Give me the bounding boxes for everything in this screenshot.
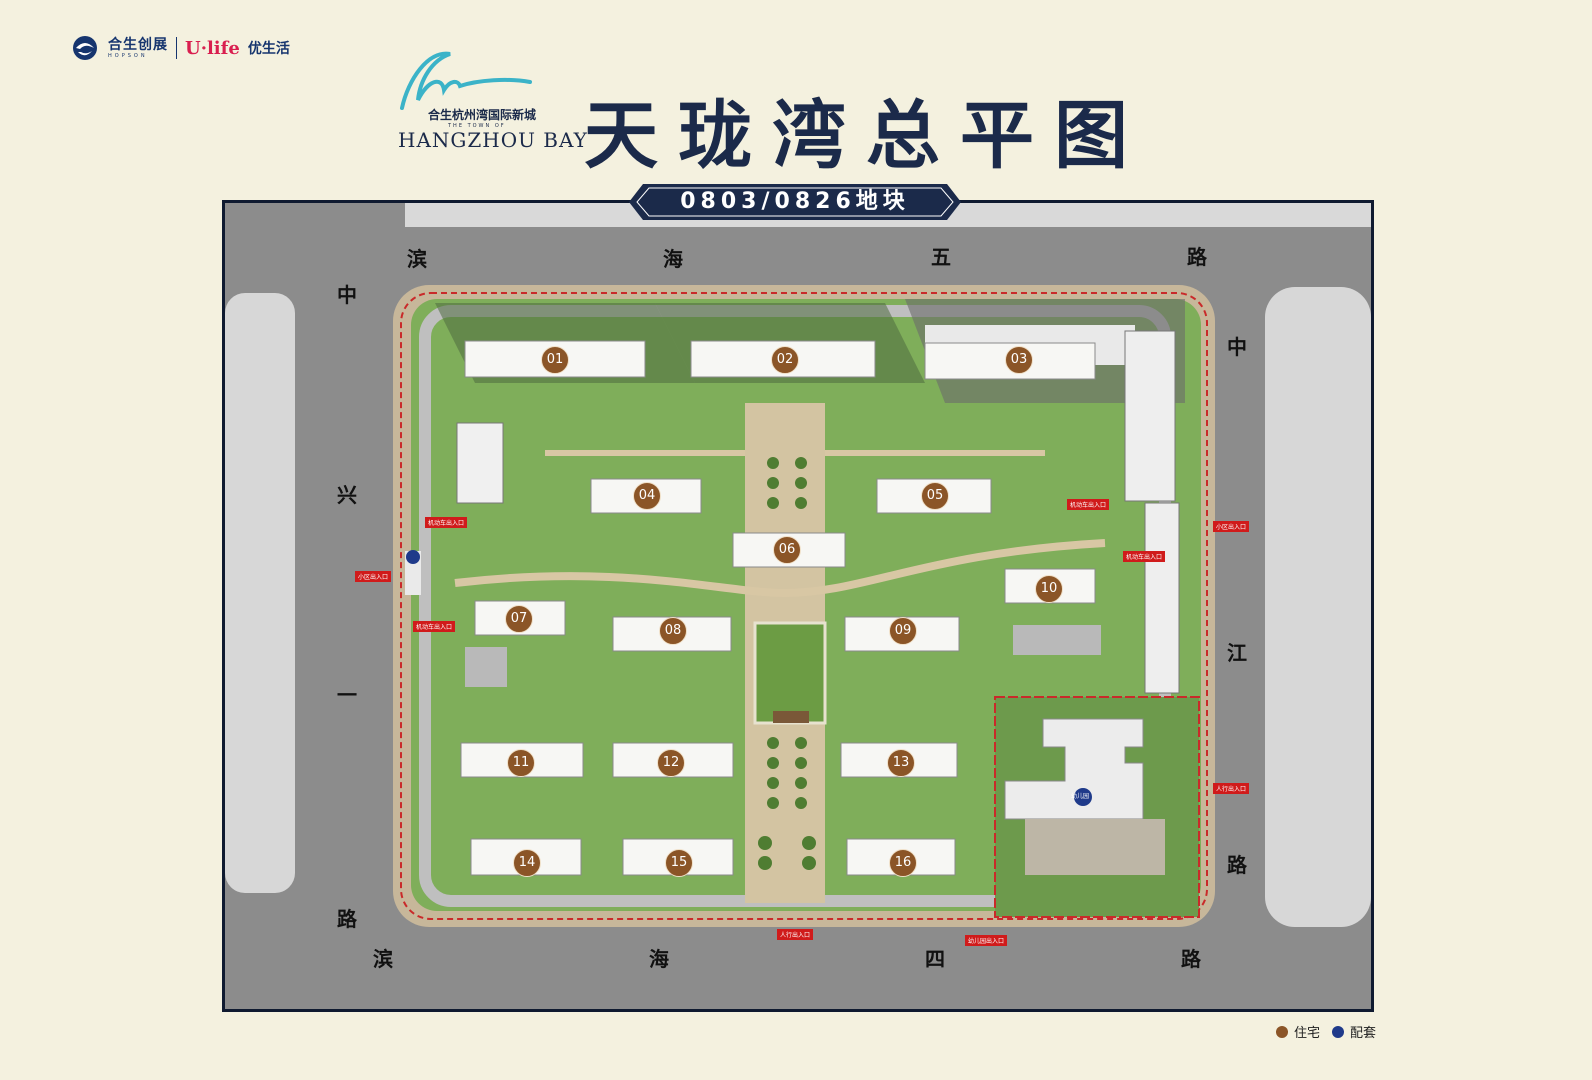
ulife-cn: 优生活: [247, 41, 290, 57]
logo-bar: 合生创展 HOPSON U·life 优生活: [70, 34, 290, 62]
road-west-char: 兴: [337, 483, 357, 507]
building-marker-11[interactable]: 11: [507, 749, 535, 777]
road-west-char: 中: [337, 283, 357, 307]
building-marker-14[interactable]: 14: [513, 849, 541, 877]
road-north-char: 海: [663, 247, 683, 271]
road-north-char: 五: [931, 245, 951, 269]
gate-east-main: 小区出入口: [1213, 521, 1250, 532]
gate-car-west-2: 机动车出入口: [413, 621, 456, 632]
logo-divider: [176, 37, 177, 59]
brand-cn: 合生杭州湾国际新城: [428, 108, 537, 122]
road-north-char: 路: [1187, 245, 1207, 269]
gate-south-school: 幼儿园出入口: [965, 935, 1008, 946]
gate-car-east: 机动车出入口: [1123, 551, 1166, 562]
building-marker-12[interactable]: 12: [657, 749, 685, 777]
hopson-logo: 合生创展 HOPSON: [108, 38, 168, 59]
building-marker-07[interactable]: 07: [505, 605, 533, 633]
project-brand: 合生杭州湾国际新城 THE TOWN OF HANGZHOU BAY: [398, 50, 587, 152]
site-plan-drawing: [225, 203, 1371, 1009]
legend-facility-label: 配套: [1350, 1026, 1377, 1041]
road-east-char: 江: [1227, 641, 1247, 665]
road-west-char: 一: [337, 683, 357, 707]
gate-east-person: 人行出入口: [1213, 783, 1250, 794]
building-marker-15[interactable]: 15: [665, 849, 693, 877]
site-plan-map: 滨 海 五 路 滨 海 四 路 中 兴 一 路 中 江 路 01 02 03 0…: [222, 200, 1374, 1012]
road-west-char: 路: [337, 907, 357, 931]
building-marker-02[interactable]: 02: [771, 346, 799, 374]
brand-en: HANGZHOU BAY: [398, 128, 588, 152]
hopson-logo-icon: [73, 36, 97, 60]
ulife-logo: U·life: [185, 37, 240, 59]
road-north-char: 滨: [407, 247, 427, 271]
building-marker-04[interactable]: 04: [633, 482, 661, 510]
building-marker-10[interactable]: 10: [1035, 575, 1063, 603]
hopson-cn: 合生创展: [108, 36, 168, 53]
building-marker-13[interactable]: 13: [887, 749, 915, 777]
kindergarten-label: 幼儿园: [1071, 793, 1090, 800]
road-south-char: 四: [925, 947, 945, 971]
legend-facility-dot: [1332, 1025, 1345, 1038]
plate-banner: [629, 184, 961, 220]
building-marker-16[interactable]: 16: [889, 849, 917, 877]
building-marker-08[interactable]: 08: [659, 617, 687, 645]
road-east-char: 中: [1227, 335, 1247, 359]
hopson-en: HOPSON: [108, 52, 148, 59]
page-title: 天珑湾总平图: [584, 93, 1148, 179]
brand-swoosh-icon: [400, 51, 532, 110]
road-south-char: 滨: [373, 947, 393, 971]
legend: 住宅 配套: [1276, 1022, 1376, 1041]
road-south-char: 路: [1181, 947, 1201, 971]
legend-residential-dot: [1276, 1025, 1288, 1038]
building-marker-05[interactable]: 05: [921, 482, 949, 510]
gate-car-west: 机动车出入口: [425, 517, 468, 528]
building-marker-09[interactable]: 09: [889, 617, 917, 645]
gate-west-main: 小区出入口: [355, 571, 392, 582]
gate-car-north: 机动车出入口: [1067, 499, 1110, 510]
gate-south-person: 人行出入口: [777, 929, 814, 940]
building-marker-06[interactable]: 06: [773, 536, 801, 564]
brand-sub: THE TOWN OF: [448, 123, 506, 129]
road-east-char: 路: [1227, 853, 1247, 877]
road-south-char: 海: [649, 947, 669, 971]
legend-residential-label: 住宅: [1294, 1026, 1321, 1041]
building-marker-03[interactable]: 03: [1005, 346, 1033, 374]
building-marker-01[interactable]: 01: [541, 346, 569, 374]
plate-label: 0803/0826地块: [680, 189, 910, 214]
